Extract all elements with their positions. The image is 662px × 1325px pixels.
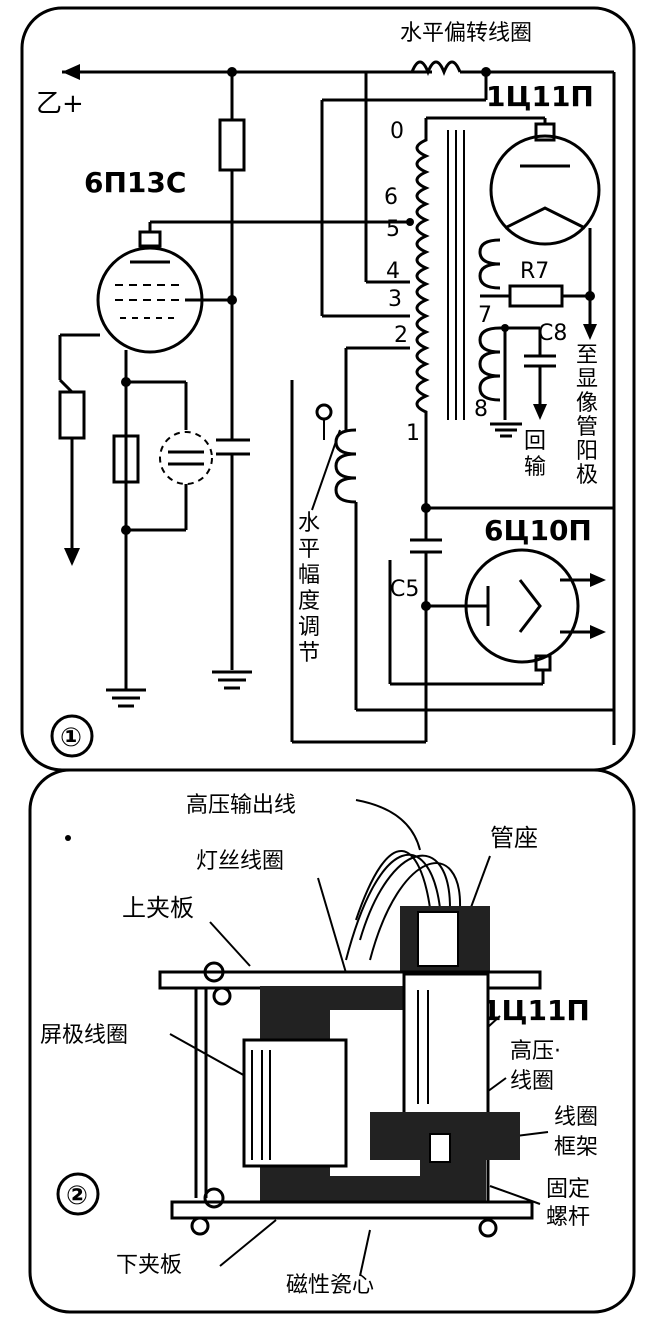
c5-label: C5 — [390, 577, 419, 602]
svg-text:像: 像 — [576, 391, 598, 416]
pin-7: 7 — [478, 303, 492, 328]
lower-plate-label: 下夹板 — [116, 1253, 182, 1278]
lower-plate — [170, 1200, 534, 1220]
tube-2-label: 1Ц11П — [482, 994, 590, 1027]
pin-1: 1 — [406, 421, 420, 446]
c8-label: C8 — [538, 321, 567, 346]
svg-text:极: 极 — [576, 463, 598, 488]
tube-top-right-label: 1Ц11П — [486, 80, 594, 113]
pin-8: 8 — [474, 397, 488, 422]
svg-text:回: 回 — [524, 429, 546, 454]
svg-text:阳: 阳 — [576, 439, 598, 464]
svg-text:线圈: 线圈 — [554, 1105, 598, 1130]
width-adjust-label: 水 平 幅 度 调 节 — [298, 511, 320, 666]
resistor-top — [218, 118, 246, 172]
tube-left-label: 6П13С — [84, 166, 186, 199]
svg-text:固定: 固定 — [546, 1177, 590, 1202]
hv-coil-label: 高压· 线圈 — [510, 1039, 561, 1094]
svg-text:节: 节 — [298, 641, 320, 666]
deflection-coil-label: 水平偏转线圈 — [400, 21, 532, 46]
return-label: 回 输 — [524, 429, 546, 480]
svg-text:调: 调 — [298, 615, 320, 640]
svg-text:管: 管 — [576, 415, 598, 440]
svg-text:水: 水 — [298, 511, 320, 536]
pin-0: 0 — [390, 119, 404, 144]
supply-arrow — [62, 64, 80, 80]
width-coil — [334, 428, 357, 504]
resistor-left — [58, 390, 86, 440]
pin-4: 4 — [386, 259, 400, 284]
hv-coil — [402, 972, 490, 1116]
panel-2-number: ② — [66, 1181, 88, 1211]
svg-text:高压·: 高压· — [510, 1039, 561, 1064]
svg-text:度: 度 — [298, 589, 320, 614]
plate-coil — [242, 1038, 348, 1168]
damper-tube-label: 6Ц10П — [484, 514, 592, 547]
tube-socket-label: 管座 — [490, 824, 538, 852]
flyback-winding — [415, 118, 430, 500]
to-picture-tube-label: 至 显 像 管 阳 极 — [576, 343, 598, 488]
svg-text:平: 平 — [298, 537, 320, 562]
upper-plate-label: 上夹板 — [122, 894, 194, 922]
fixing-bolt-label: 固定 螺杆 — [546, 1177, 590, 1230]
hv-output-label: 高压输出线 — [186, 793, 296, 818]
r7-label: R7 — [520, 259, 549, 284]
supply-label: 乙+ — [36, 89, 84, 119]
svg-text:幅: 幅 — [298, 563, 320, 588]
pin-2: 2 — [394, 323, 408, 348]
panel-2-frame — [28, 768, 636, 1314]
tube-1c11p — [489, 134, 601, 246]
svg-text:至: 至 — [576, 343, 598, 368]
svg-text:线圈: 线圈 — [510, 1069, 554, 1094]
pin-5: 5 — [386, 217, 400, 242]
pin-6: 6 — [384, 185, 398, 210]
deflection-coil — [410, 60, 462, 77]
coil-frame-label: 线圈 框架 — [554, 1105, 598, 1160]
svg-text:螺杆: 螺杆 — [546, 1205, 590, 1230]
hv-wire — [355, 850, 431, 921]
panel-1-number: ① — [60, 723, 82, 753]
svg-text:框架: 框架 — [554, 1135, 598, 1160]
svg-text:显: 显 — [576, 367, 598, 392]
svg-text:输: 输 — [524, 455, 546, 480]
plate-coil-label: 屏极线圈 — [40, 1023, 128, 1048]
pin-3: 3 — [388, 287, 402, 312]
r7-resistor — [508, 284, 564, 308]
filament-coil-label: 灯丝线圈 — [196, 849, 284, 874]
magnetic-core-label: 磁性瓷心 — [286, 1273, 374, 1298]
